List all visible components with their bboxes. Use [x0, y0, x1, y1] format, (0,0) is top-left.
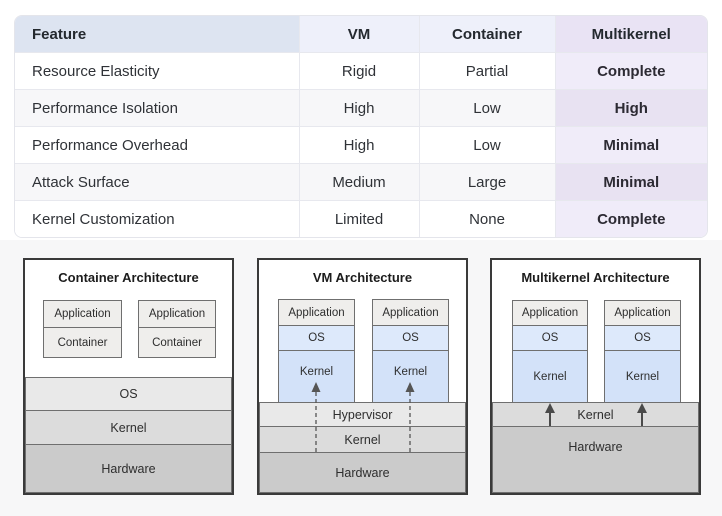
kernel-layer: Kernel [492, 402, 699, 427]
comparison-table-wrapper: Feature VM Container Multikernel Resourc… [14, 15, 708, 238]
kernel-box: Kernel [604, 350, 681, 403]
container-box: Container [43, 327, 122, 358]
vm-cell: High [299, 126, 420, 164]
comparison-table-section: Feature VM Container Multikernel Resourc… [0, 0, 722, 240]
application-box: Application [372, 299, 449, 326]
diagram-container-architecture: Container Architecture Application Conta… [23, 258, 234, 495]
diagram-vm-architecture: VM Architecture Application OS Kernel Ap… [257, 258, 468, 495]
os-box: OS [372, 325, 449, 351]
os-box: OS [604, 325, 681, 351]
application-box: Application [604, 300, 681, 326]
feature-cell: Performance Overhead [15, 126, 300, 164]
container-cell: Partial [419, 52, 556, 90]
container-cell: Low [419, 89, 556, 127]
feature-cell: Performance Isolation [15, 89, 300, 127]
container-box: Container [138, 327, 216, 358]
vm-cell: Limited [299, 200, 420, 237]
hypervisor-layer: Hypervisor [259, 402, 466, 427]
hardware-layer: Hardware [25, 444, 232, 493]
container-cell: Low [419, 126, 556, 164]
diagram-title: Multikernel Architecture [521, 270, 670, 285]
multikernel-cell: High [555, 89, 707, 127]
os-box: OS [278, 325, 355, 351]
comparison-table: Feature VM Container Multikernel Resourc… [15, 16, 707, 237]
feature-cell: Kernel Customization [15, 200, 300, 237]
table-row: Performance Isolation High Low High [15, 89, 707, 127]
feature-cell: Attack Surface [15, 163, 300, 201]
multikernel-cell: Complete [555, 52, 707, 90]
kernel-layer: Kernel [259, 426, 466, 453]
diagram-title: Container Architecture [58, 270, 199, 285]
application-box: Application [138, 300, 216, 328]
header-container: Container [419, 16, 556, 53]
kernel-box: Kernel [278, 350, 355, 403]
hardware-layer: Hardware [259, 452, 466, 493]
table-header-row: Feature VM Container Multikernel [15, 16, 707, 53]
architecture-diagrams-section: Container Architecture Application Conta… [0, 240, 722, 516]
kernel-layer: Kernel [25, 410, 232, 445]
table-row: Attack Surface Medium Large Minimal [15, 163, 707, 201]
kernel-box: Kernel [372, 350, 449, 403]
application-box: Application [278, 299, 355, 326]
vm-cell: Medium [299, 163, 420, 201]
diagram-title: VM Architecture [312, 270, 413, 285]
kernel-box: Kernel [512, 350, 588, 403]
container-cell: None [419, 200, 556, 237]
application-box: Application [512, 300, 588, 326]
table-row: Resource Elasticity Rigid Partial Comple… [15, 52, 707, 90]
header-feature: Feature [15, 16, 300, 53]
os-box: OS [512, 325, 588, 351]
multikernel-cell: Minimal [555, 163, 707, 201]
header-vm: VM [299, 16, 420, 53]
os-layer: OS [25, 377, 232, 411]
application-box: Application [43, 300, 122, 328]
table-row: Performance Overhead High Low Minimal [15, 126, 707, 164]
diagram-multikernel-architecture: Multikernel Architecture Application OS … [490, 258, 701, 495]
header-multikernel: Multikernel [555, 16, 707, 53]
vm-cell: High [299, 89, 420, 127]
hardware-layer: Hardware [492, 426, 699, 493]
vm-cell: Rigid [299, 52, 420, 90]
multikernel-cell: Complete [555, 200, 707, 237]
container-cell: Large [419, 163, 556, 201]
feature-cell: Resource Elasticity [15, 52, 300, 90]
multikernel-cell: Minimal [555, 126, 707, 164]
table-row: Kernel Customization Limited None Comple… [15, 200, 707, 237]
